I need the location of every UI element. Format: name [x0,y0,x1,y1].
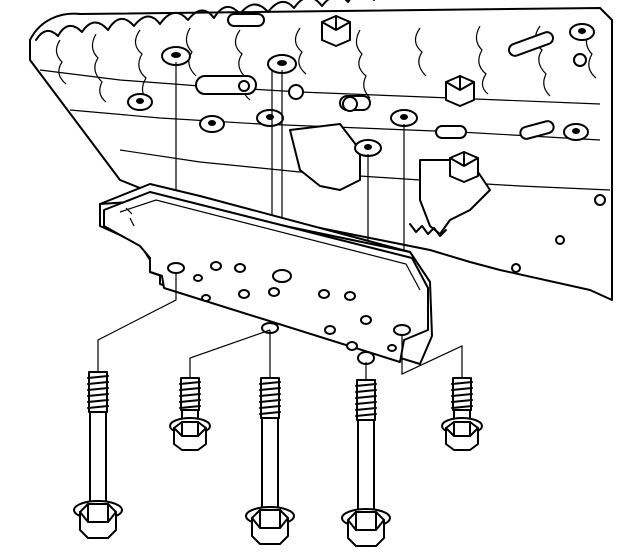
oil-filter-plate [99,183,433,365]
casting-hex-bolt [321,15,351,47]
mounting-bolt-3 [245,377,295,545]
mounting-bolt-1 [73,371,123,539]
bolt-leader-lines [97,272,463,380]
casting-bolt-head [256,109,284,127]
casting-bolt-head [390,109,418,127]
casting-bolt-head [127,93,153,111]
casting-hex-bolt [445,75,475,107]
valve-body-casting [29,0,613,301]
casting-bolt-head [569,23,595,41]
mounting-bolt-2 [169,377,211,451]
casting-bolt-head [199,115,225,133]
casting-bolt-head [354,139,382,157]
casting-hex-bolt [449,151,479,183]
casting-bolt-head [563,123,589,141]
mounting-bolt-5 [441,377,483,451]
mounting-bolt-4 [341,379,391,547]
